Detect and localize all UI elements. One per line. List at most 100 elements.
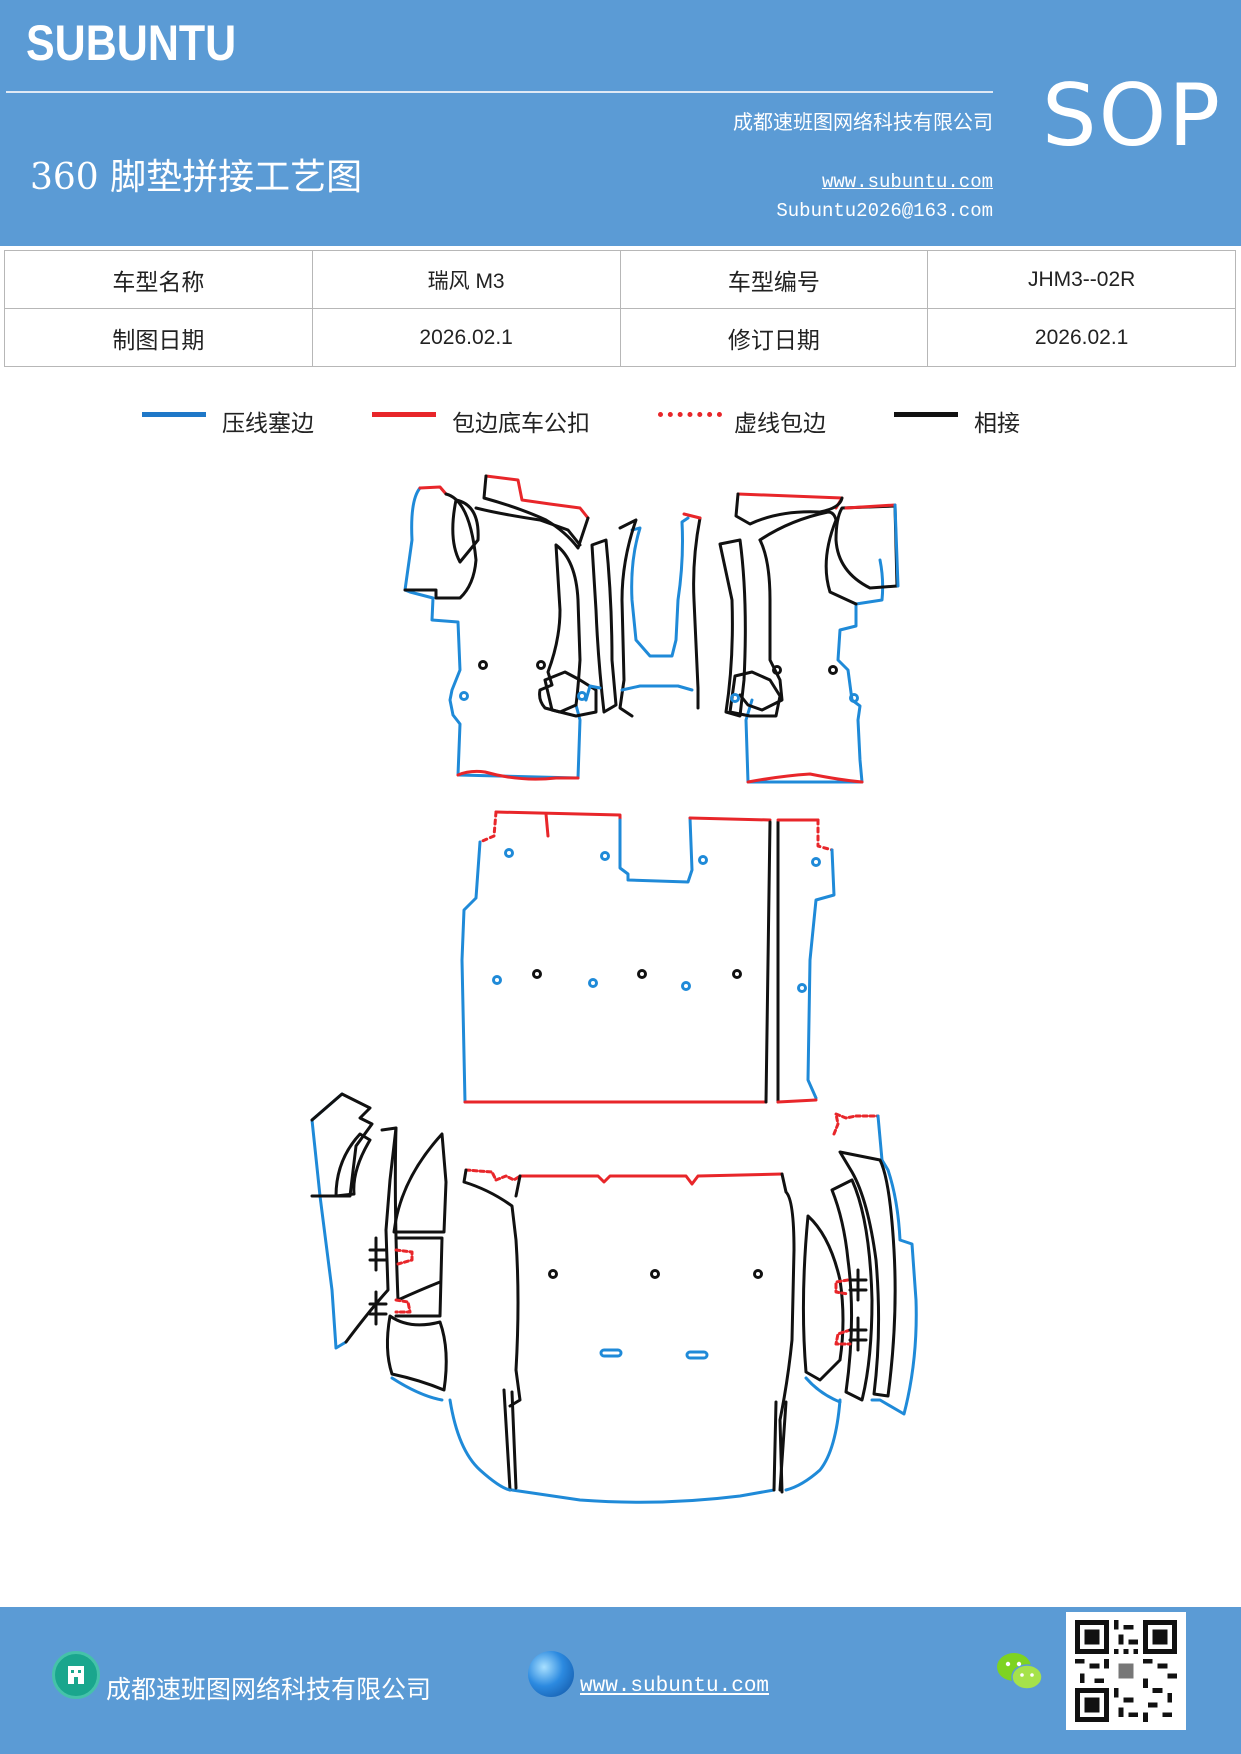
front-left-upper-red: [484, 474, 590, 520]
header-banner: [0, 0, 1241, 246]
legend: 压线塞边 包边底车公扣 虚线包边 相接: [0, 400, 1241, 440]
wechat-icon[interactable]: [995, 1650, 1045, 1694]
rear-left-corner-blue: [448, 1398, 512, 1492]
legend-swatch-red: [372, 412, 436, 417]
revise-date-label: 修订日期: [619, 308, 929, 367]
model-name-label: 车型名称: [4, 250, 313, 309]
tunnel-mat-blue: [630, 516, 690, 658]
fixing-hole-black: [753, 1269, 763, 1279]
rear-left-panel2: [393, 1126, 442, 1302]
fixing-hole-blue: [797, 983, 807, 993]
front-right-mat-red-bottom: [746, 772, 864, 784]
building-icon-glyph: [68, 1666, 84, 1684]
table-row: 车型名称 瑞风 M3 车型编号 JHM3--02R: [4, 250, 1236, 309]
fixing-hole-blue: [849, 693, 859, 703]
rear-center-red-dotted: [464, 1168, 522, 1182]
brand-logo-text: SUBUNTU: [26, 15, 237, 71]
header-company-name: 成都速班图网络科技有限公司: [733, 110, 993, 134]
fixing-hole-blue: [698, 855, 708, 865]
header-divider: [6, 91, 993, 93]
rear-right-lower-blue: [804, 1376, 842, 1404]
fixing-hole-black: [548, 1269, 558, 1279]
fixing-hole-blue: [459, 691, 469, 701]
middle-strip-red-bottom: [776, 1098, 818, 1104]
vehicle-info-table: 车型名称 瑞风 M3 车型编号 JHM3--02R 制图日期 2026.02.1…: [4, 250, 1236, 367]
fixing-hole-black: [828, 665, 838, 675]
rear-center-left-seam: [502, 1388, 518, 1492]
header-email[interactable]: Subuntu2026@163.com: [776, 200, 993, 222]
middle-strip-blue: [806, 848, 836, 1100]
front-right-mat-black-top: [734, 492, 844, 526]
slot-blue: [599, 1348, 623, 1358]
fixing-hole-black: [732, 969, 742, 979]
qr-code[interactable]: [1066, 1612, 1186, 1730]
front-right-black-inner: [758, 510, 858, 606]
fixing-hole-blue: [588, 978, 598, 988]
model-code-label: 车型编号: [619, 250, 929, 309]
model-code-value: JHM3--02R: [927, 250, 1236, 309]
tunnel-mat-red-top: [682, 512, 702, 520]
middle-floor-red-top: [494, 810, 622, 822]
rear-left-arch: [334, 1132, 372, 1198]
slot-blue: [685, 1350, 709, 1360]
rear-center-right-seam: [772, 1400, 788, 1492]
legend-swatch-blue: [142, 412, 206, 417]
rear-left-lower-blue: [390, 1376, 444, 1402]
legend-label: 相接: [974, 411, 1020, 437]
fixing-hole-black: [536, 660, 546, 670]
legend-label: 压线塞边: [222, 411, 314, 437]
rear-right-cross-seams: [848, 1268, 868, 1352]
legend-label: 虚线包边: [734, 411, 826, 437]
front-left-mat-red-top: [418, 485, 448, 496]
fixing-hole-black: [772, 665, 782, 675]
rear-center-left-black: [462, 1168, 522, 1408]
qr-code-pattern: [1075, 1620, 1177, 1722]
tunnel-mat-blue-bottom: [620, 684, 694, 692]
front-left-side-strip: [590, 538, 618, 714]
rear-right-arch: [801, 1214, 845, 1382]
tunnel-mat-black-left: [618, 518, 638, 718]
rear-left-mid-box: [394, 1236, 444, 1318]
front-right-tunnel-edge: [738, 538, 784, 712]
front-left-mat-blue-edge: [403, 486, 582, 780]
model-name-value: 瑞风 M3: [311, 250, 621, 309]
draw-date-label: 制图日期: [4, 308, 313, 367]
middle-floor-red-dotted-left: [478, 810, 498, 844]
front-left-mat-black-inner: [403, 492, 478, 600]
rear-left-panel: [344, 1126, 398, 1344]
front-left-upper-black: [474, 506, 582, 547]
legend-label: 包边底车公扣: [452, 411, 590, 437]
header-website-link[interactable]: www.subuntu.com: [821, 171, 993, 193]
front-right-mat-blue-edge: [744, 558, 885, 784]
fixing-hole-blue: [492, 975, 502, 985]
sop-badge: SOP: [1042, 66, 1223, 166]
legend-swatch-red-dotted: [658, 412, 722, 417]
fixing-hole-black: [478, 660, 488, 670]
front-right-mat-red-top: [736, 492, 844, 510]
revise-date-value: 2026.02.1: [927, 308, 1236, 367]
middle-floor-black-seam1: [764, 820, 772, 1104]
footer-company-name: 成都速班图网络科技有限公司: [106, 1675, 432, 1704]
rear-right-corner-blue: [784, 1398, 842, 1492]
fixing-hole-black: [650, 1269, 660, 1279]
fixing-hole-blue: [600, 851, 610, 861]
fixing-hole-black: [637, 969, 647, 979]
front-left-side-strip-blue: [584, 684, 602, 702]
rear-left-rounded: [392, 1132, 448, 1234]
middle-strip-red-dotted: [816, 818, 834, 852]
rear-left-cross-seams: [368, 1236, 388, 1326]
fixing-hole-blue: [504, 848, 514, 858]
globe-icon: [528, 1651, 574, 1697]
tunnel-mat-black-right: [692, 516, 702, 710]
rear-right-red-clips: [834, 1278, 852, 1346]
front-right-seat-piece: [834, 504, 899, 590]
table-row: 制图日期 2026.02.1 修订日期 2026.02.1: [4, 308, 1236, 367]
front-right-side-strip: [718, 538, 747, 718]
fixing-hole-blue: [730, 693, 740, 703]
draw-date-value: 2026.02.1: [311, 308, 621, 367]
front-left-upper-black2: [482, 474, 590, 550]
front-left-tunnel-edge: [538, 543, 582, 714]
page-title: 360 脚垫拼接工艺图: [30, 157, 363, 198]
footer-website-link[interactable]: www.subuntu.com: [580, 1675, 770, 1698]
building-icon: [52, 1651, 100, 1699]
